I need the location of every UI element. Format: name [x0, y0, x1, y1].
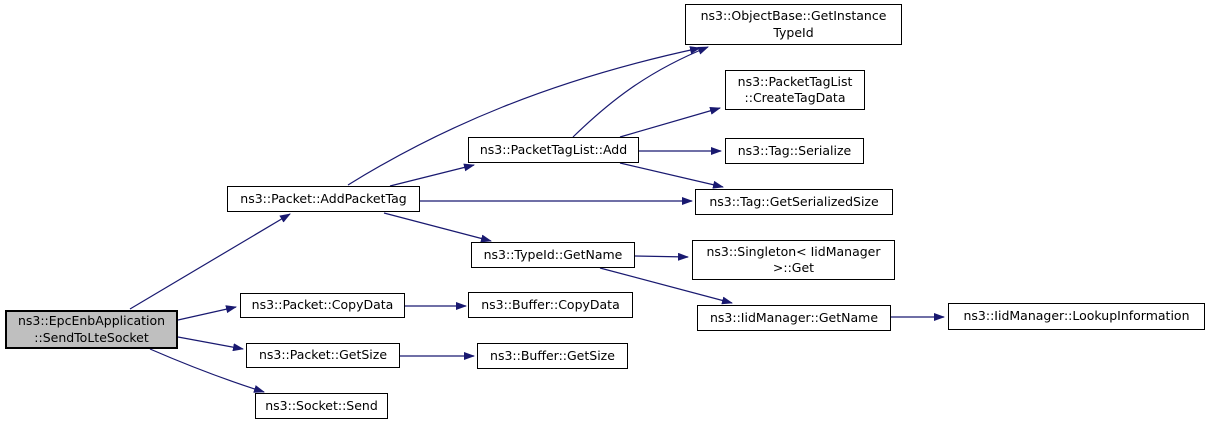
edge-addpackettag-packettaglist-add — [389, 163, 475, 187]
node-packet-getsize[interactable]: ns3::Packet::GetSize — [246, 343, 400, 368]
node-typeid-getname[interactable]: ns3::TypeId::GetName — [471, 242, 635, 268]
node-packettaglist-add[interactable]: ns3::PacketTagList::Add — [468, 137, 639, 163]
edge-addpackettag-typeid-getname — [383, 212, 492, 243]
edge-typeid-getname-singleton-get — [634, 252, 689, 261]
node-epcenbapplication-sendtoltesocket: ns3::EpcEnbApplication ::SendToLteSocket — [5, 310, 178, 349]
node-tag-getserializedsize[interactable]: ns3::Tag::GetSerializedSize — [695, 189, 893, 215]
edge-sendtoltesocket-socket-send — [149, 348, 265, 393]
node-singleton-iidmanager-get[interactable]: ns3::Singleton< IidManager >::Get — [692, 240, 895, 280]
edge-packettaglist-add-getinstancetypeid — [572, 46, 709, 138]
node-packet-addpackettag[interactable]: ns3::Packet::AddPacketTag — [227, 186, 420, 212]
edge-packettaglist-add-createtagdata — [619, 106, 721, 138]
edge-typeid-getname-iidmanager-getname — [599, 267, 733, 305]
edge-sendtoltesocket-addpackettag — [129, 213, 291, 310]
edge-sendtoltesocket-packet-copydata — [177, 305, 237, 321]
edge-sendtoltesocket-packet-getsize — [177, 336, 244, 352]
node-objectbase-getinstancetypeid[interactable]: ns3::ObjectBase::GetInstance TypeId — [685, 4, 902, 45]
node-packettaglist-createtagdata[interactable]: ns3::PacketTagList ::CreateTagData — [725, 70, 865, 110]
edge-addpackettag-getinstancetypeid — [347, 46, 701, 186]
node-buffer-copydata[interactable]: ns3::Buffer::CopyData — [468, 292, 633, 318]
node-tag-serialize[interactable]: ns3::Tag::Serialize — [725, 138, 864, 164]
node-socket-send[interactable]: ns3::Socket::Send — [255, 393, 388, 419]
node-buffer-getsize[interactable]: ns3::Buffer::GetSize — [477, 343, 628, 369]
node-iidmanager-getname[interactable]: ns3::IidManager::GetName — [697, 305, 891, 331]
edge-packettaglist-add-tag-getserializedsize — [619, 162, 724, 189]
node-packet-copydata[interactable]: ns3::Packet::CopyData — [240, 293, 405, 318]
node-iidmanager-lookupinformation[interactable]: ns3::IidManager::LookupInformation — [948, 303, 1205, 330]
